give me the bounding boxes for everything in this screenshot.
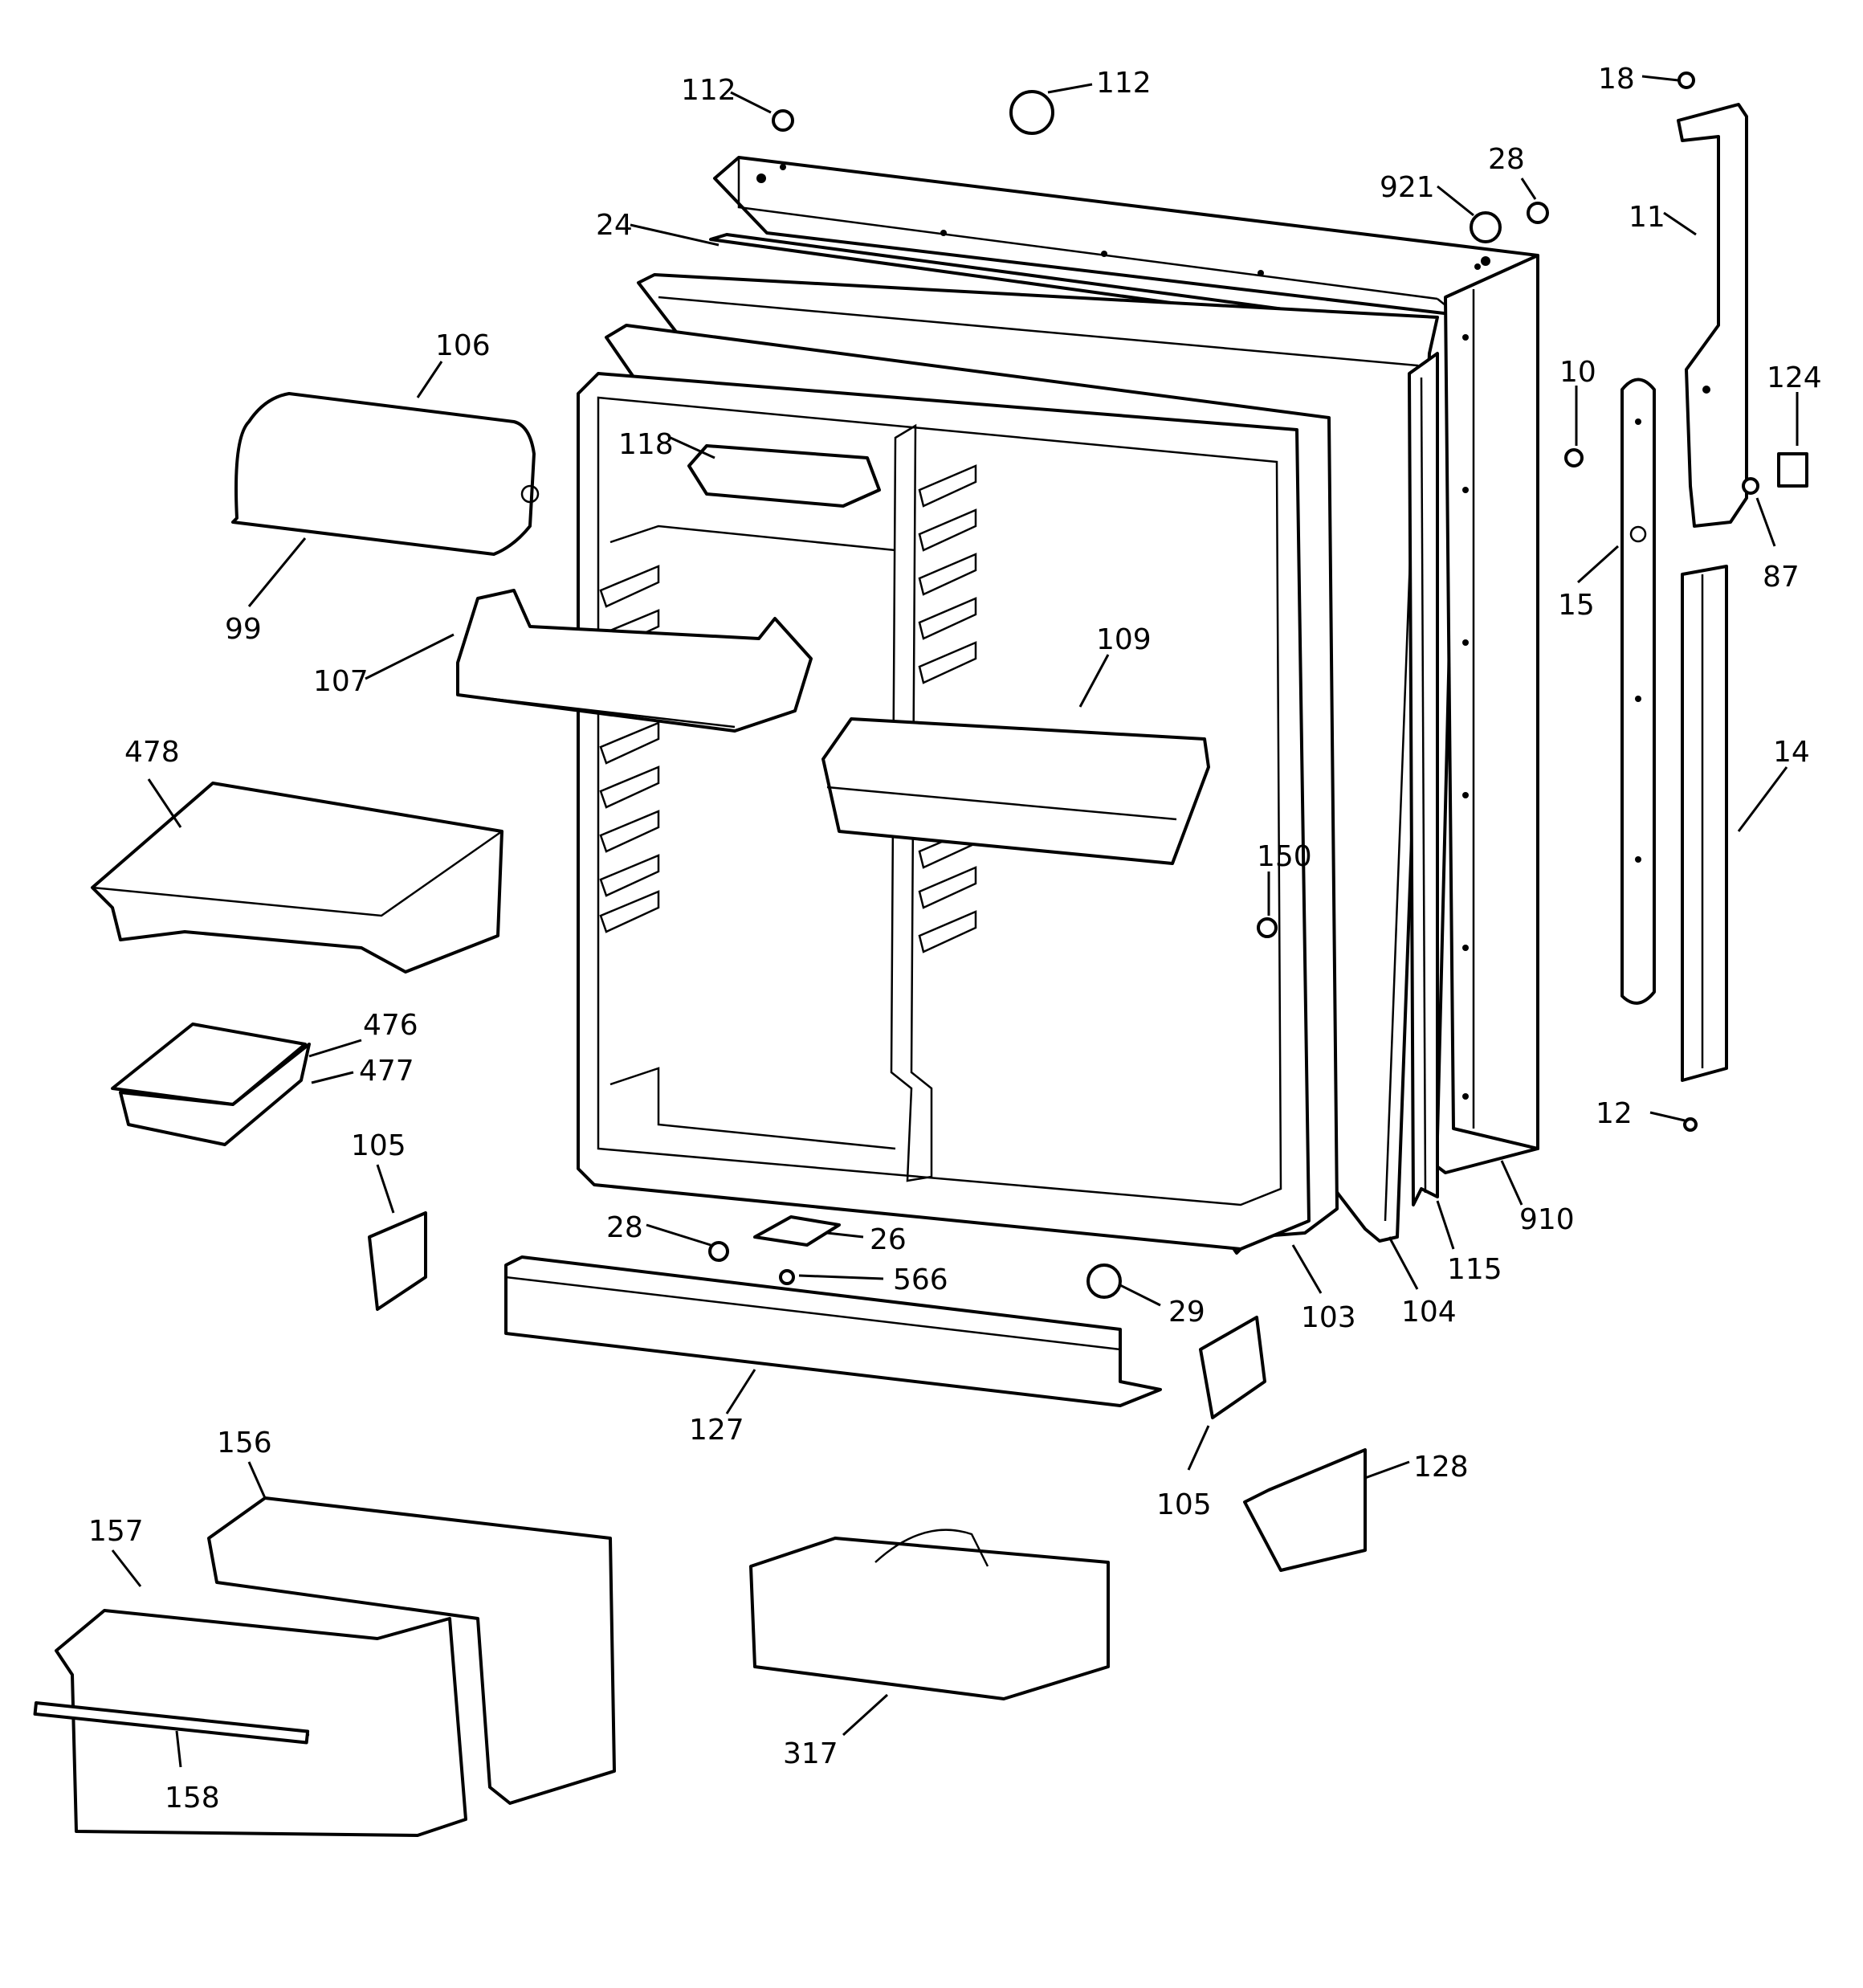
hinge-pin-bushing [1527,202,1549,224]
dairy-compartment-tray [456,589,813,733]
callout-477: 477 [359,1055,414,1088]
callout-921: 921 [1380,171,1435,204]
callout-112-screw: 112 [681,74,736,107]
callout-28-top: 28 [1488,143,1525,176]
liner-center-divider [890,423,933,1182]
hinge-pin-block [1777,452,1808,488]
callout-566: 566 [893,1263,948,1296]
callout-28-bottom: 28 [606,1211,643,1244]
dairy-door-cover [231,392,536,556]
callout-12: 12 [1596,1097,1633,1130]
callout-476: 476 [363,1009,418,1042]
handle-mounting-rail [1681,565,1728,1082]
hinge-and-handle-hardware [772,71,1808,1132]
snack-bin [91,782,503,974]
callout-105-left: 105 [351,1129,406,1162]
bin-tray [119,1043,311,1146]
callout-18: 18 [1598,63,1635,96]
callout-478: 478 [124,736,180,769]
callout-124: 124 [1767,361,1822,394]
door-stop-pin [1257,917,1278,938]
callout-127: 127 [689,1414,744,1447]
egg-bin-tray [687,444,881,508]
top-hinge-arm [1677,103,1748,528]
door-stop-screw [1564,448,1584,467]
callout-107: 107 [313,665,369,698]
callout-104: 104 [1401,1296,1457,1329]
callout-15: 15 [1558,589,1595,622]
callout-118: 118 [618,428,674,461]
callout-157: 157 [88,1515,144,1548]
handle-screw-top [1678,71,1695,89]
handle-mount-screw [1742,477,1759,495]
hinge-screw [772,109,794,132]
end-cap-left [368,1211,427,1311]
callout-24: 24 [596,209,633,242]
callout-150: 150 [1257,840,1312,873]
bin-side-clip [1243,1448,1367,1572]
callout-115: 115 [1447,1253,1502,1286]
callout-14: 14 [1773,736,1810,769]
callout-103: 103 [1301,1301,1356,1334]
callout-105-right: 105 [1156,1488,1212,1521]
door-handle-trim [1620,378,1656,1005]
door-side-flange [1444,254,1539,1150]
callout-158: 158 [165,1782,220,1815]
callout-99: 99 [225,613,262,646]
crisper-drawer-cover [207,1496,616,1805]
deep-door-bin [821,717,1210,865]
callout-11: 11 [1629,201,1665,234]
crisper-pan [55,1609,467,1837]
bottom-door-rail [504,1255,1162,1407]
hinge-plate [753,1215,841,1247]
loose-parts [33,392,1367,1837]
callout-106: 106 [435,329,491,362]
callout-29: 29 [1168,1296,1205,1329]
crisper-drawer-handle [33,1701,310,1745]
callout-labels: 112 112 18 921 28 24 11 106 10 124 118 8… [88,63,1822,1815]
door-closer-cam [1086,1263,1122,1299]
callout-87: 87 [1763,561,1800,594]
callout-26: 26 [870,1223,907,1256]
utility-bin-with-handle [749,1537,1110,1700]
hinge-cover-cap [1470,211,1502,243]
door-screw-holes [756,164,1490,1100]
callout-910: 910 [1519,1203,1575,1236]
callout-317: 317 [783,1737,838,1770]
hinge-hole-plug [1009,90,1054,135]
callout-128: 128 [1413,1451,1469,1484]
leader-lines [111,75,1799,1768]
rail-end-screw [1683,1117,1698,1132]
hinge-pin [708,1241,729,1262]
callout-10: 10 [1559,356,1596,389]
callout-109: 109 [1096,623,1152,656]
plate-screw [779,1269,795,1285]
callout-156: 156 [217,1427,272,1459]
end-cap-right [1199,1316,1266,1419]
callout-112-plug: 112 [1096,67,1152,100]
